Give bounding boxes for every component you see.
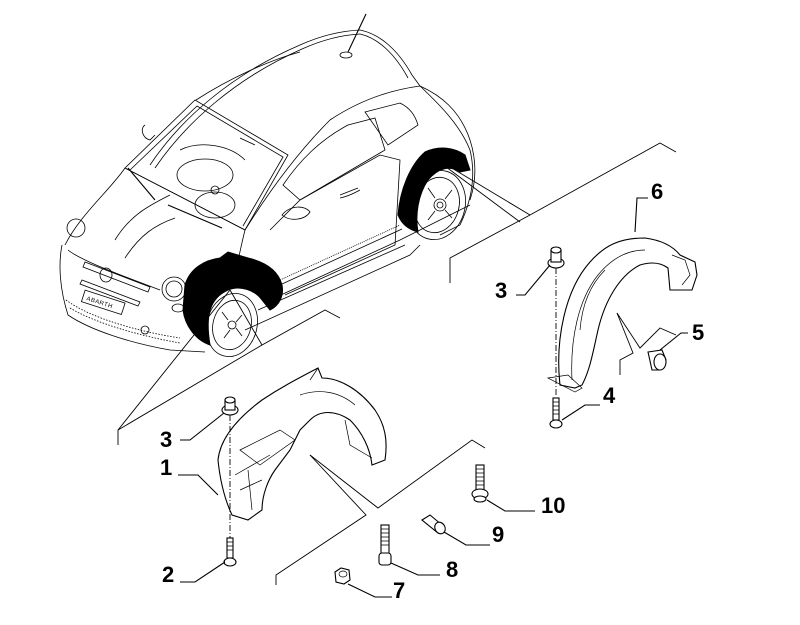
wiper [167, 204, 223, 229]
hex-nut [334, 567, 351, 585]
callout-8: 8 [446, 557, 458, 582]
rear-wheel [408, 170, 466, 240]
callout-5: 4 [603, 383, 616, 408]
callout-10: 10 [541, 493, 565, 518]
door [269, 154, 401, 296]
front-wheel-arch-liner [217, 367, 387, 521]
callout-6: 5 [692, 320, 704, 345]
push-clip [647, 349, 667, 371]
side-window-frame [244, 85, 476, 231]
front-liner-highlight [182, 251, 283, 346]
front-liner-nut [221, 396, 239, 416]
front-liner-screw [223, 537, 237, 567]
side-mirror [281, 206, 311, 220]
rear-wheel-arch-liner [546, 237, 698, 393]
front-bumper [59, 244, 206, 353]
callout-3-front: 3 [160, 427, 172, 452]
rear-liner-highlight [397, 147, 471, 233]
fog-light [140, 325, 150, 335]
callout-2: 2 [162, 562, 174, 587]
mirror-left [141, 124, 156, 141]
callout-labels: 6 3 5 4 3 1 2 7 8 9 10 [160, 179, 704, 603]
socket-head-bolt [378, 524, 392, 566]
callout-1: 1 [160, 455, 172, 480]
roof-outline [149, 29, 421, 166]
door-handle [339, 187, 359, 196]
callout-4: 7 [393, 578, 405, 603]
rear-liner-screw [549, 397, 563, 429]
steering-wheel [176, 158, 234, 192]
headlight-left [66, 218, 86, 238]
antenna-base [339, 51, 353, 59]
front-badge [99, 267, 113, 283]
callout-3-rear: 3 [495, 278, 507, 303]
leader-lines [178, 197, 688, 598]
callout-7: 6 [651, 179, 663, 204]
antenna [347, 13, 367, 53]
car-illustration: ABARTH [59, 13, 476, 357]
callout-9: 9 [492, 522, 504, 547]
rivet-nut [421, 514, 446, 535]
side-window [282, 117, 386, 201]
rear-liner-nut [547, 246, 565, 269]
flange-bolt [471, 464, 489, 503]
group-brackets [117, 142, 677, 585]
grille-upper [82, 261, 151, 293]
